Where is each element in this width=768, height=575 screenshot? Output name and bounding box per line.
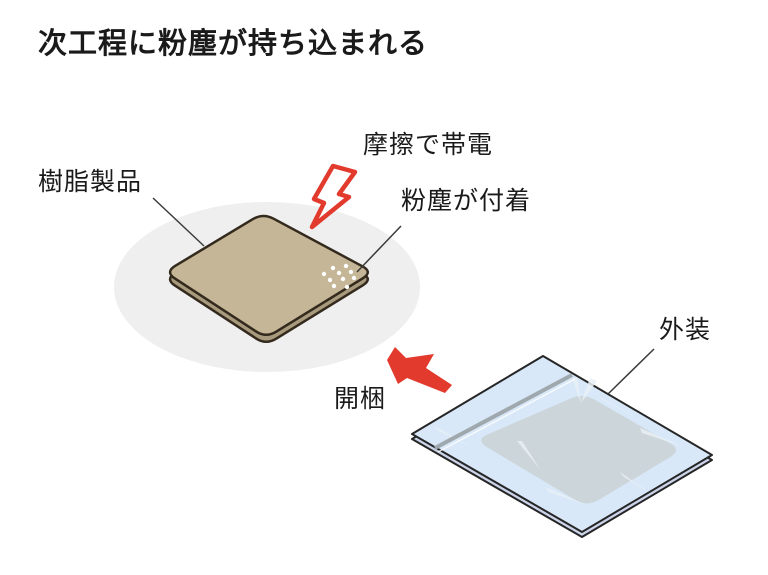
bag-zipper-highlight — [437, 378, 576, 453]
lightning-bolt-icon — [309, 163, 358, 230]
label-unpacking: 開梱 — [334, 384, 387, 413]
label-dust-adhesion: 粉塵が付着 — [401, 186, 532, 215]
arrow-up-left-icon — [387, 347, 452, 393]
packaging-bag — [411, 355, 713, 538]
label-friction-charge: 摩擦で帯電 — [363, 130, 494, 159]
page-title: 次工程に粉塵が持ち込まれる — [38, 26, 429, 60]
resin-plate — [168, 214, 370, 337]
leader-line-outer-packaging — [607, 348, 655, 395]
leader-line-dust-adhesion — [356, 225, 402, 273]
bag-content — [481, 396, 676, 504]
bag-zipper — [434, 373, 573, 450]
label-resin-product: 樹脂製品 — [38, 167, 143, 196]
label-outer-packaging: 外装 — [659, 315, 712, 344]
leader-line-resin-product — [152, 197, 205, 247]
dust-particles — [321, 263, 357, 290]
